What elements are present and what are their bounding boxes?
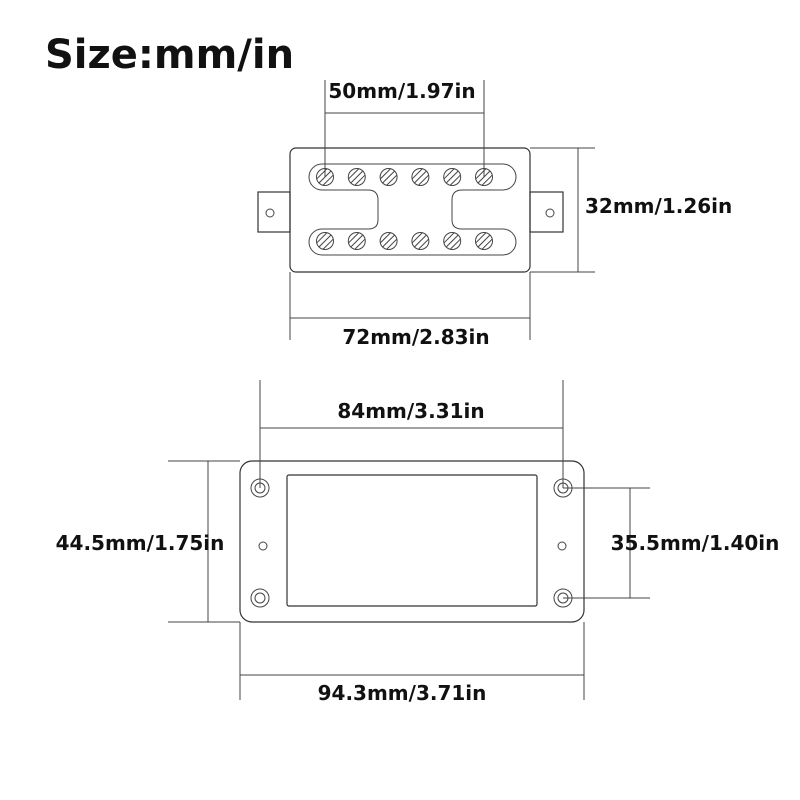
pickup-body bbox=[289, 147, 531, 273]
right-tab-hole bbox=[545, 208, 555, 218]
pole-piece bbox=[379, 232, 398, 250]
pole-piece bbox=[411, 168, 430, 186]
pole-piece bbox=[347, 232, 366, 250]
top-height-label: 32mm/1.26in bbox=[585, 194, 732, 218]
small-hole-left bbox=[258, 541, 268, 551]
mounting-ring-frame bbox=[239, 460, 585, 623]
pole-pieces bbox=[316, 168, 493, 250]
hole-spacing-label: 84mm/3.31in bbox=[337, 399, 484, 423]
small-hole-right bbox=[557, 541, 567, 551]
pole-piece bbox=[475, 232, 493, 250]
frame-outer bbox=[239, 460, 585, 623]
pole-piece bbox=[411, 232, 430, 250]
pole-piece bbox=[379, 168, 398, 186]
frame-width-label: 94.3mm/3.71in bbox=[318, 681, 487, 705]
frame-height-label: 44.5mm/1.75in bbox=[56, 531, 225, 555]
bottom-dimension-lines bbox=[168, 380, 650, 700]
top-width-label: 72mm/2.83in bbox=[342, 325, 489, 349]
pole-piece bbox=[316, 232, 334, 250]
pole-piece bbox=[443, 168, 462, 186]
title: Size:mm/in bbox=[45, 32, 294, 78]
frame-inner-opening bbox=[286, 474, 538, 607]
pole-piece bbox=[347, 168, 366, 186]
left-tab-hole bbox=[265, 208, 275, 218]
pole-spacing-label: 50mm/1.97in bbox=[328, 79, 475, 103]
inner-hole-spacing-label: 35.5mm/1.40in bbox=[611, 531, 780, 555]
pole-slot-outline bbox=[308, 163, 517, 256]
top-dimension-lines bbox=[289, 80, 595, 340]
pole-piece bbox=[443, 232, 462, 250]
screw-hole-bottom-left bbox=[250, 588, 270, 608]
humbucker-pickup-top-view bbox=[257, 147, 564, 273]
